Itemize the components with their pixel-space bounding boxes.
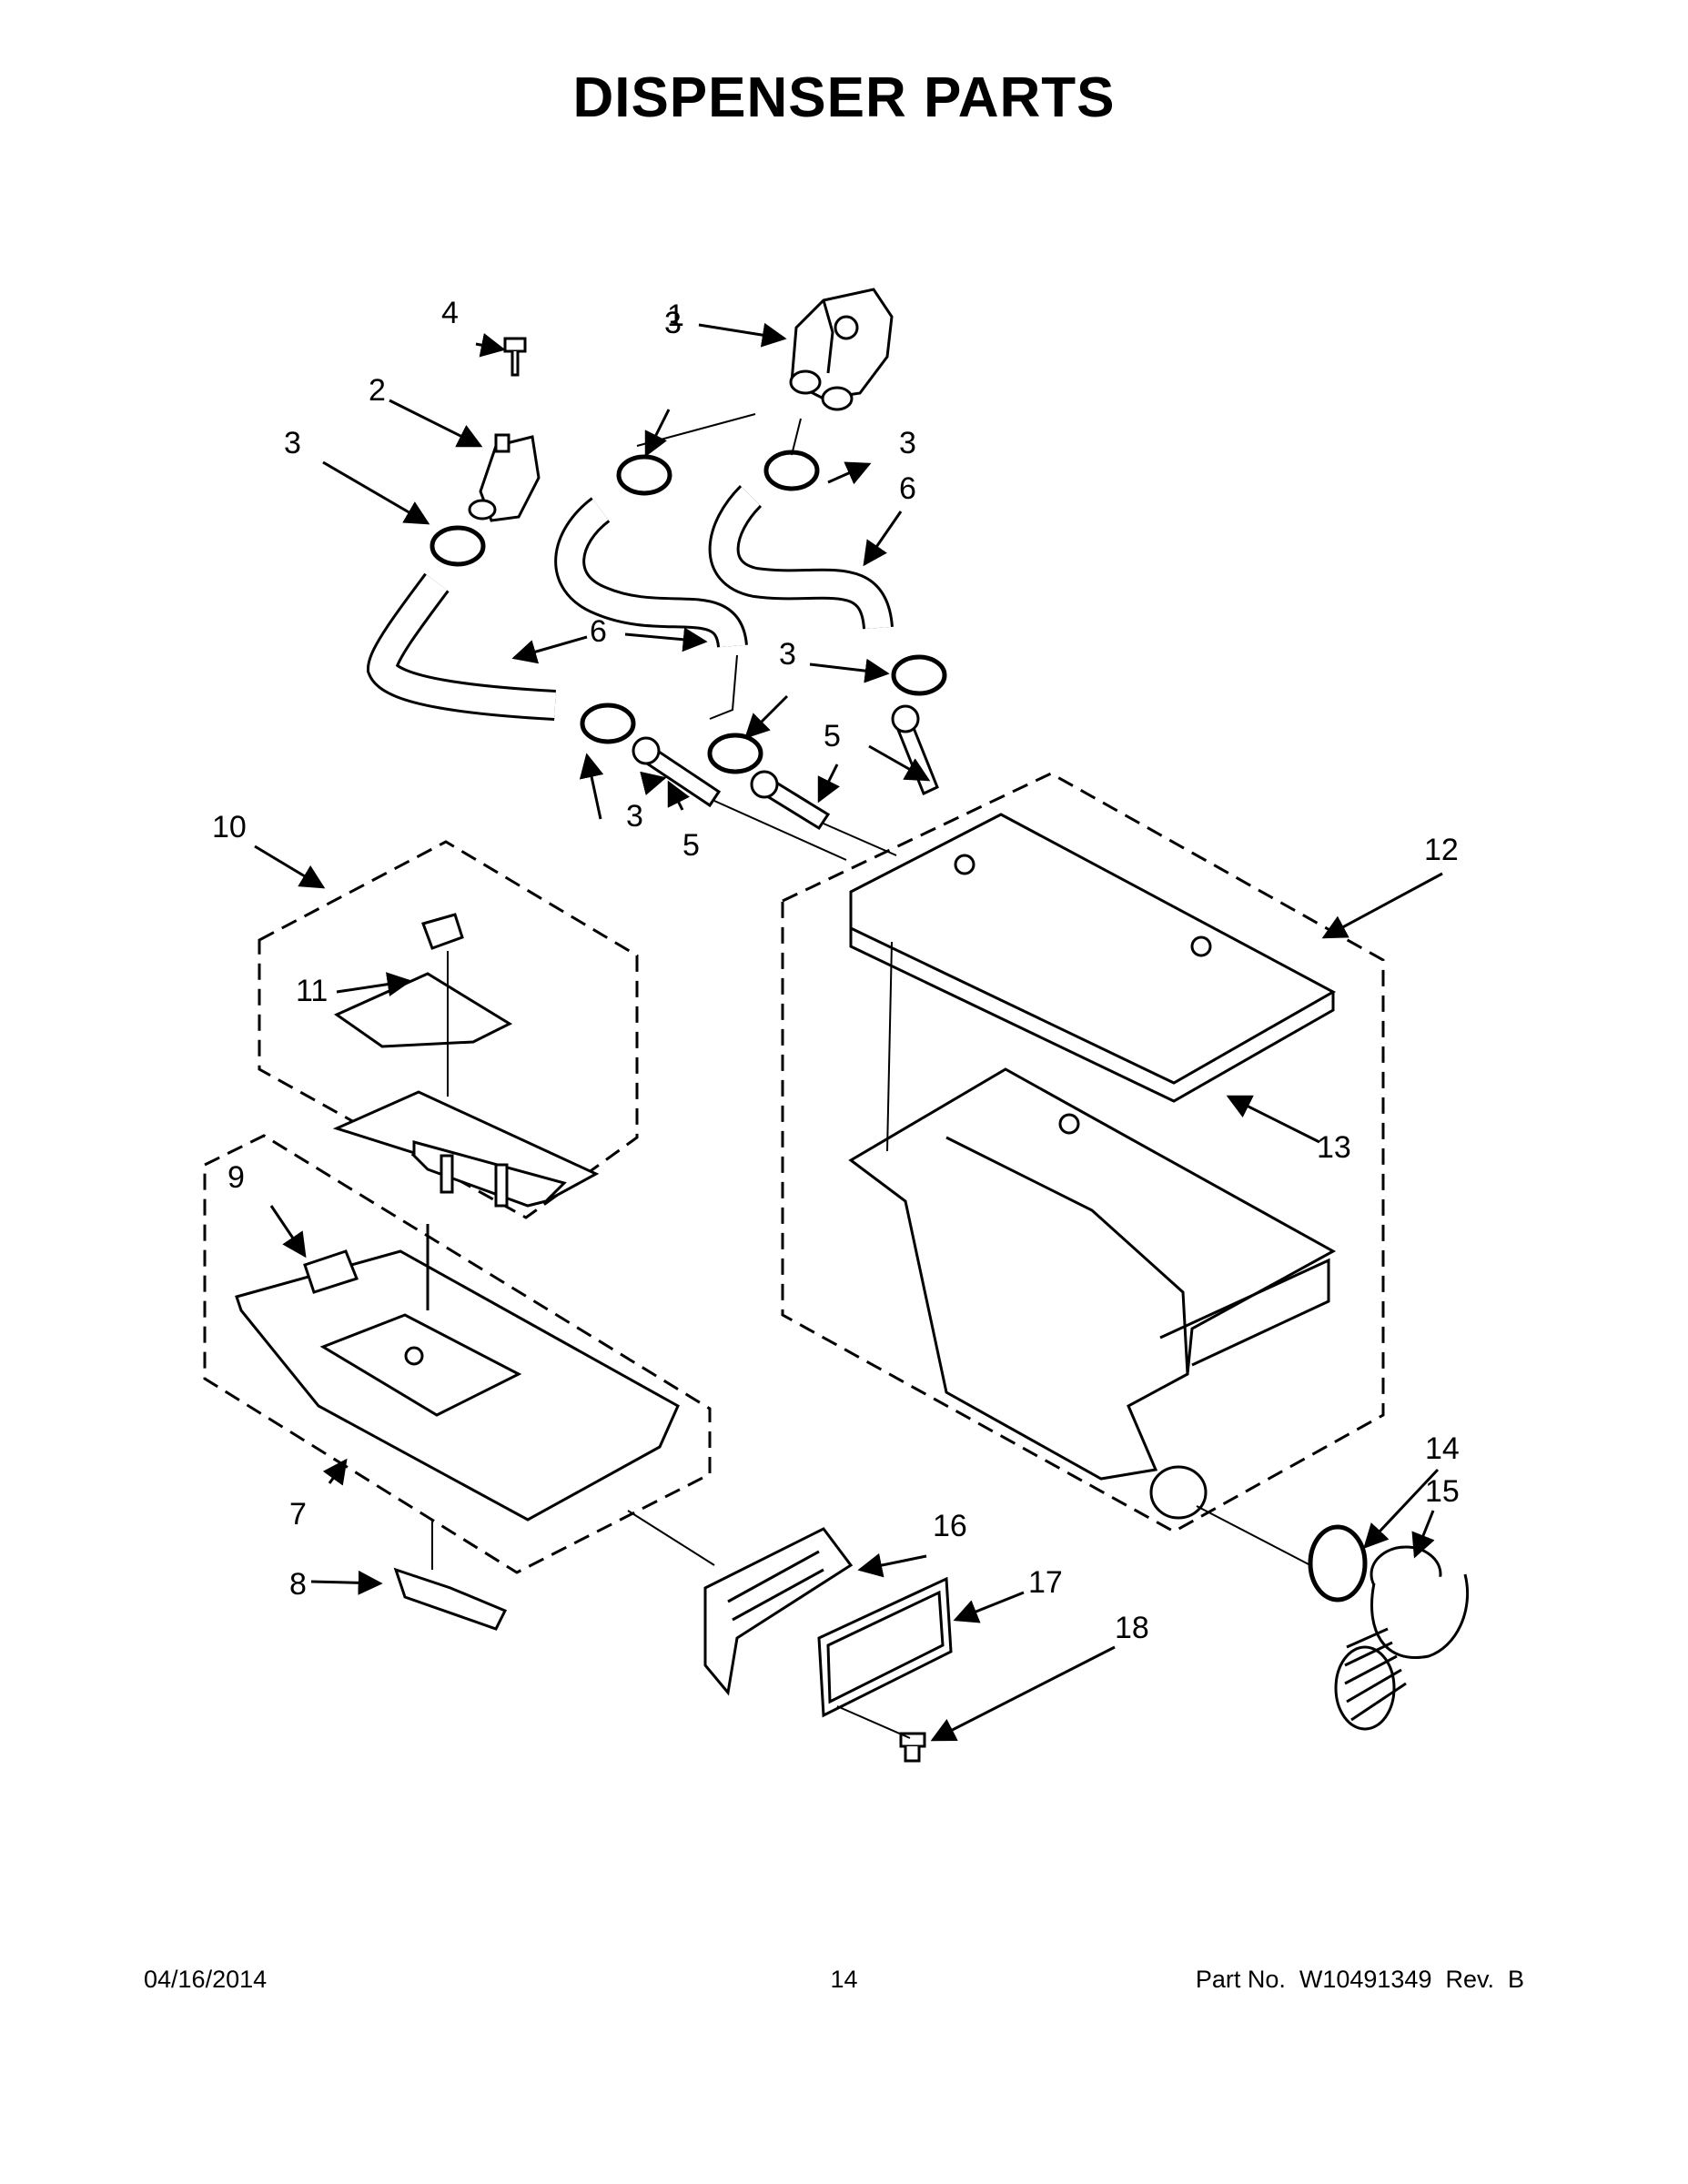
callout-18: 18 [1115,1611,1149,1645]
part-10-dispenser-insert [332,972,600,1208]
part-6-hoses [366,484,894,721]
group-12-dashed-box [781,772,1385,1533]
part-3-hose-clamps [430,450,947,774]
callout-6: 6 [590,614,607,649]
callout-3: 3 [664,306,682,340]
callout-4: 4 [441,296,459,330]
footer-date: 04/16/2014 [144,1966,268,1993]
callout-16: 16 [933,1509,967,1543]
callout-6: 6 [899,471,916,506]
part-12-dispenser-housing [848,1067,1337,1520]
callout-7: 7 [289,1497,307,1532]
footer-page-number: 14 [830,1966,858,1993]
part-17-panel [817,1576,953,1718]
part-9-clip [303,1249,359,1294]
part-13-cover [849,813,1337,1103]
callout-8: 8 [289,1567,307,1602]
callout-15: 15 [1425,1474,1460,1509]
page-title: DISPENSER PARTS [572,66,1116,129]
callout-3: 3 [284,426,301,460]
callout-3: 3 [779,637,796,672]
part-7-dispenser-drawer [235,1224,680,1522]
callout-3: 3 [626,799,643,834]
callout-2: 2 [369,373,386,408]
callout-10: 10 [212,810,247,844]
part-16-bracket [703,1527,854,1696]
part-11-cap [421,913,464,950]
callout-17: 17 [1028,1565,1063,1600]
group-7-dashed-box [203,1134,712,1574]
callout-labels: 1 2 3 3 3 3 3 3 4 5 5 5 6 6 6 7 8 9 10 1… [212,296,1460,1645]
footer-part-number: Part No. W10491349 Rev. B [1195,1966,1524,1993]
part-1-inlet-valve [789,288,894,411]
part-18-screw [899,1732,926,1763]
part-4-screw [503,337,527,377]
callout-9: 9 [227,1160,245,1195]
callout-5: 5 [682,828,700,863]
callout-3: 3 [899,426,916,460]
callout-11: 11 [296,974,328,1008]
callout-arrows [254,322,1443,1742]
callout-1: 1 [667,298,684,333]
callout-13: 13 [1317,1130,1351,1165]
callout-5: 5 [824,719,841,753]
callout-12: 12 [1424,833,1459,867]
part-15-bellows-hose [1334,1545,1470,1731]
part-2-inlet-valve [468,433,541,522]
part-5-tubes [632,704,939,831]
group-10-dashed-box [258,840,639,1219]
part-8-siphon-cap [393,1567,508,1631]
callout-14: 14 [1425,1431,1460,1466]
part-14-clamp [1308,1524,1368,1603]
